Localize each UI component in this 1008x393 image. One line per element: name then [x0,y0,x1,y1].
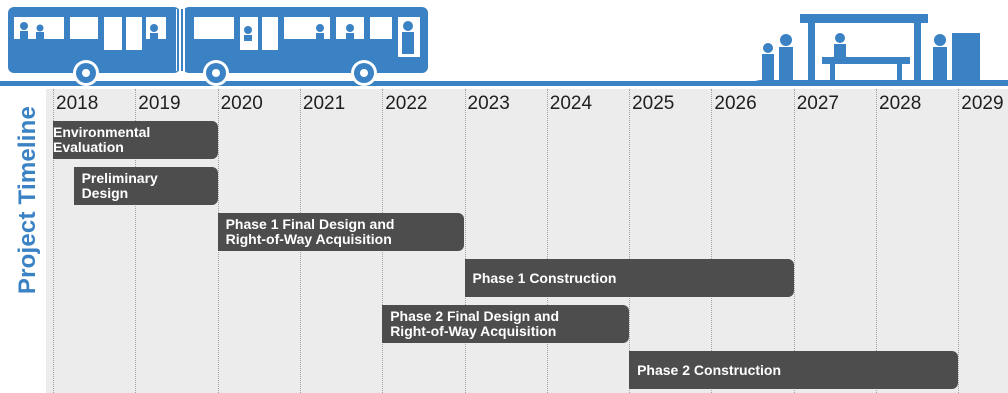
year-gridline [958,89,960,393]
year-gridline [53,89,54,393]
bus-stop-shelter-icon [730,14,1008,86]
year-gridline [135,89,137,393]
transit-illustration [0,7,1008,86]
year-gridline [711,89,713,393]
year-label: 2023 [467,93,510,114]
ground-line [0,81,1008,86]
year-label: 2024 [549,93,593,114]
phase-label: Phase 2 Final Design and Right-of-Way Ac… [390,308,560,339]
phase-bar: Phase 2 Final Design and Right-of-Way Ac… [382,305,630,343]
year-gridline [793,89,795,393]
phase-bar: Environmental Evaluation [53,121,218,159]
year-label: 2020 [220,93,263,114]
year-label: 2021 [302,93,346,114]
year-label: 2028 [879,93,922,114]
phase-label: Phase 1 Final Design and Right-of-Way Ac… [225,216,395,247]
year-gridline [876,89,877,393]
year-label: 2022 [385,93,428,114]
bus-icon [8,7,428,86]
phase-bar: Phase 1 Final Design and Right-of-Way Ac… [217,213,465,251]
phase-bar: Preliminary Design [73,167,218,205]
year-label: 2027 [796,93,839,114]
year-gridline [629,89,631,393]
project-timeline-label: Project Timeline [14,105,41,295]
phase-label: Environmental Evaluation [53,124,151,155]
year-label: 2025 [632,93,675,114]
year-gridline [464,89,466,393]
phase-label: Phase 1 Construction [472,269,617,286]
phase-label: Preliminary Design [81,170,158,201]
phase-bar: Phase 1 Construction [464,259,794,297]
phase-bar: Phase 2 Construction [629,351,959,389]
year-label: 2019 [138,93,181,114]
year-label: 2026 [714,93,757,114]
year-label: 2018 [56,93,99,114]
year-gridline [546,89,548,393]
year-label: 2029 [961,93,1004,114]
phase-label: Phase 2 Construction [637,361,782,378]
